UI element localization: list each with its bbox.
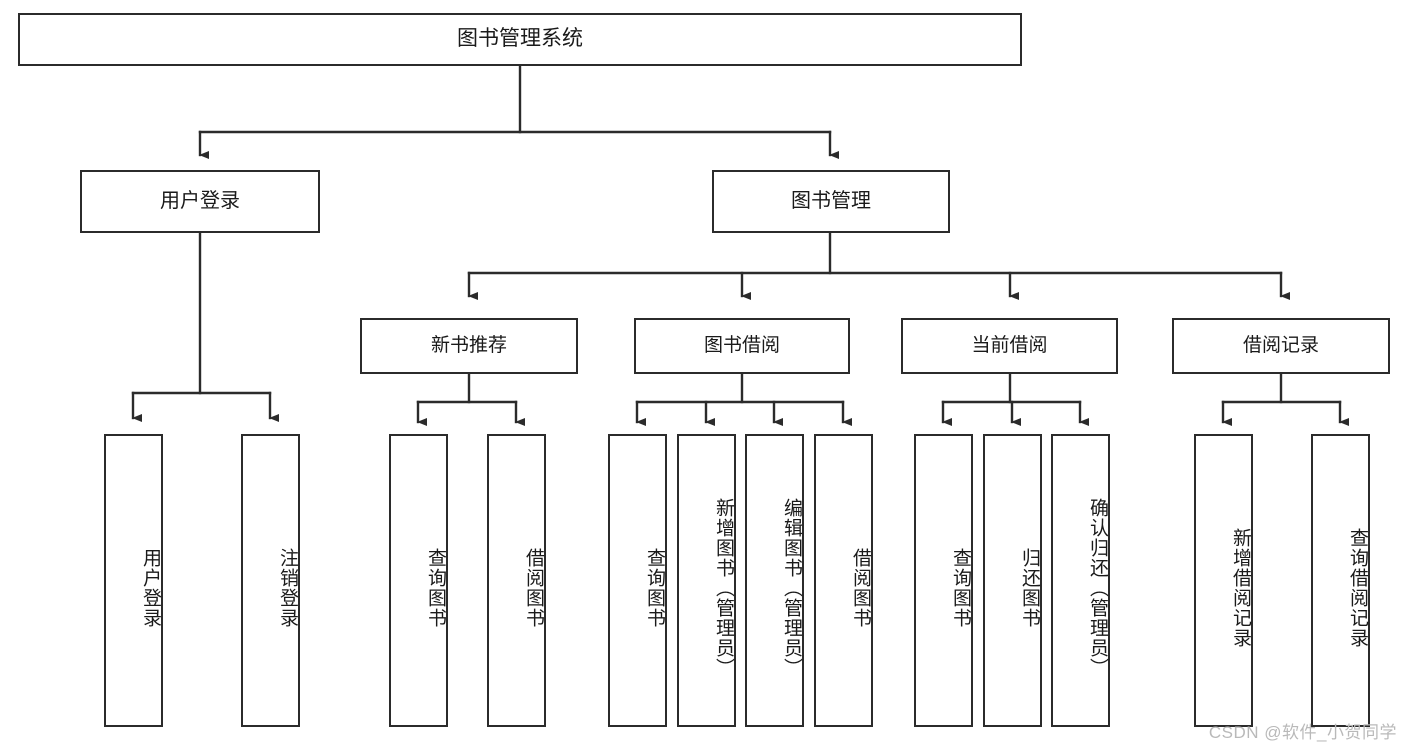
node-new-book-recommendation[interactable]: 新书推荐	[360, 318, 578, 374]
node-label: 用户登录	[140, 547, 161, 628]
node-current-borrowing[interactable]: 当前借阅	[901, 318, 1118, 374]
node-root-book-management-system[interactable]: 图书管理系统	[18, 13, 1022, 66]
node-user-login[interactable]: 用户登录	[80, 170, 320, 233]
leaf-record-query-borrow-record[interactable]: 查询借阅记录	[1311, 434, 1370, 727]
node-label: 图书管理系统	[457, 27, 583, 51]
leaf-new-book-borrow-book[interactable]: 借阅图书	[487, 434, 546, 727]
node-label: 注销登录	[277, 547, 298, 628]
leaf-new-book-query-book[interactable]: 查询图书	[389, 434, 448, 727]
node-label: 借阅图书	[850, 547, 871, 628]
node-label: 查询借阅记录	[1347, 527, 1368, 648]
node-label: 查询图书	[425, 547, 446, 628]
node-book-management[interactable]: 图书管理	[712, 170, 950, 233]
node-label: 图书管理	[791, 189, 871, 212]
node-book-borrowing[interactable]: 图书借阅	[634, 318, 850, 374]
node-label: 查询图书	[950, 547, 971, 628]
leaf-user-login-signin[interactable]: 用户登录	[104, 434, 163, 727]
node-label: 新增借阅记录	[1230, 527, 1251, 648]
csdn-watermark: CSDN @软件_小贺同学	[1208, 723, 1397, 742]
leaf-current-return-book[interactable]: 归还图书	[983, 434, 1042, 727]
leaf-user-login-signout[interactable]: 注销登录	[241, 434, 300, 727]
leaf-borrow-borrow-book[interactable]: 借阅图书	[814, 434, 873, 727]
leaf-current-confirm-return-admin[interactable]: 确认归还（管理员）	[1051, 434, 1110, 727]
leaf-current-query-book[interactable]: 查询图书	[914, 434, 973, 727]
node-label: 编辑图书（管理员）	[781, 497, 802, 678]
node-label: 新增图书（管理员）	[713, 497, 734, 678]
leaf-record-add-borrow-record[interactable]: 新增借阅记录	[1194, 434, 1253, 727]
leaf-borrow-edit-book-admin[interactable]: 编辑图书（管理员）	[745, 434, 804, 727]
node-borrowing-records[interactable]: 借阅记录	[1172, 318, 1390, 374]
node-label: 用户登录	[160, 189, 240, 212]
node-label: 查询图书	[644, 547, 665, 628]
leaf-borrow-add-book-admin[interactable]: 新增图书（管理员）	[677, 434, 736, 727]
node-label: 归还图书	[1019, 547, 1040, 628]
node-label: 图书借阅	[703, 334, 780, 356]
node-label: 确认归还（管理员）	[1087, 497, 1108, 678]
node-label: 当前借阅	[971, 334, 1048, 356]
leaf-borrow-query-book[interactable]: 查询图书	[608, 434, 667, 727]
node-label: 新书推荐	[430, 334, 507, 356]
node-label: 借阅图书	[523, 547, 544, 628]
node-label: 借阅记录	[1242, 334, 1319, 356]
